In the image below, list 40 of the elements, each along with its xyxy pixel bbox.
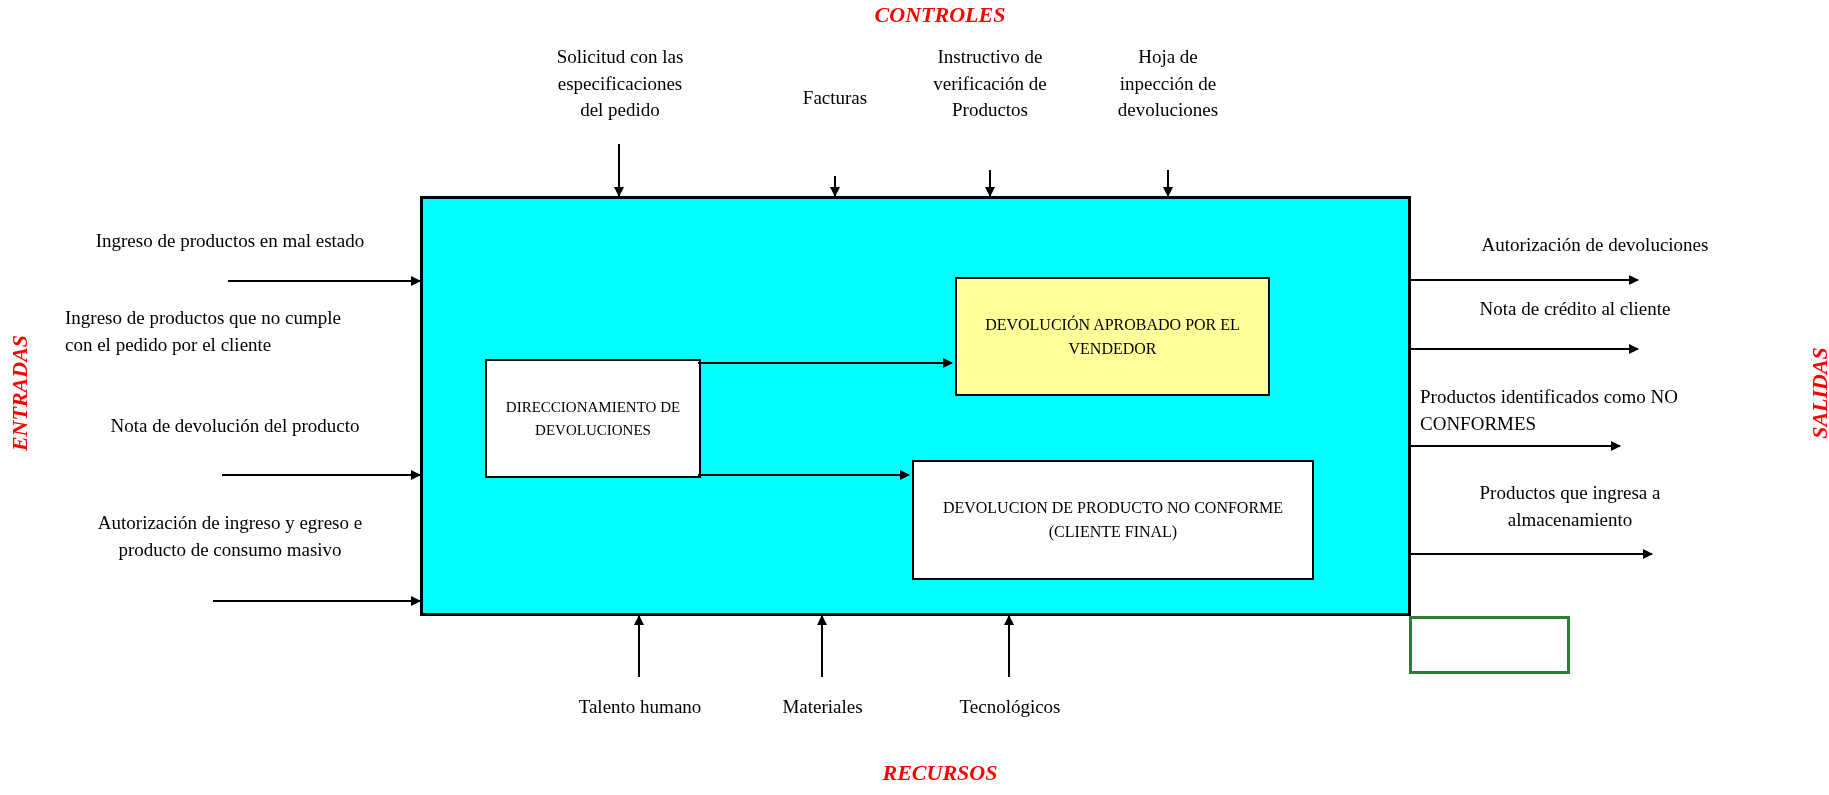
edge-label: Instructivo de verificación de Productos xyxy=(932,45,1048,123)
edge-label: Hoja de inpección de devoluciones xyxy=(1116,45,1220,123)
edge-label: Talento humano xyxy=(577,695,703,719)
edge-label: Facturas xyxy=(801,86,869,110)
section-heading: ENTRADAS xyxy=(7,333,33,454)
edge-label: Solicitud con las especificaciones del pedido xyxy=(555,45,685,123)
arrow xyxy=(697,358,953,368)
process-box xyxy=(420,196,1411,616)
edge-label: Nota de crédito al cliente xyxy=(1478,297,1672,321)
edge-label: Productos que ingresa a almacenamiento xyxy=(1478,481,1662,532)
section-heading: SALIDAS xyxy=(1807,346,1829,441)
input-label: Ingreso de productos que no cumple con el pedido por el cliente xyxy=(65,306,342,357)
arrow xyxy=(614,143,624,197)
arrow xyxy=(830,175,840,197)
arrow xyxy=(1410,441,1621,451)
process-box: DEVOLUCION DE PRODUCTO NO CONFORME (CLIENTE FINAL) xyxy=(912,460,1314,580)
section-heading: CONTROLES xyxy=(873,2,1007,28)
outline-box xyxy=(1409,616,1570,674)
edge-label: Nota de devolución del producto xyxy=(109,414,361,438)
arrow xyxy=(697,470,910,480)
edge-label: Autorización de devoluciones xyxy=(1480,233,1710,257)
process-box: DIRECCIONAMIENTO DE DEVOLUCIONES xyxy=(485,359,701,478)
arrow xyxy=(1004,615,1014,678)
arrow xyxy=(1163,169,1173,197)
edge-label: Tecnológicos xyxy=(958,695,1062,719)
arrow xyxy=(985,169,995,197)
arrow xyxy=(1410,549,1653,559)
process-box: DEVOLUCIÓN APROBADO POR EL VENDEDOR xyxy=(955,277,1270,396)
arrow xyxy=(817,615,827,678)
arrow xyxy=(221,470,421,480)
section-heading: RECURSOS xyxy=(881,760,999,786)
edge-label: Productos identificados como NO CONFORMES xyxy=(1420,385,1680,436)
arrow xyxy=(212,596,421,606)
edge-label: Ingreso de productos en mal estado xyxy=(94,229,366,253)
arrow xyxy=(1410,344,1639,354)
edge-label: Materiales xyxy=(781,695,864,719)
edge-label: Autorización de ingreso y egreso e producto de consumo masivo xyxy=(96,511,364,562)
arrow xyxy=(634,615,644,678)
arrow xyxy=(227,276,421,286)
arrow xyxy=(1410,275,1639,285)
